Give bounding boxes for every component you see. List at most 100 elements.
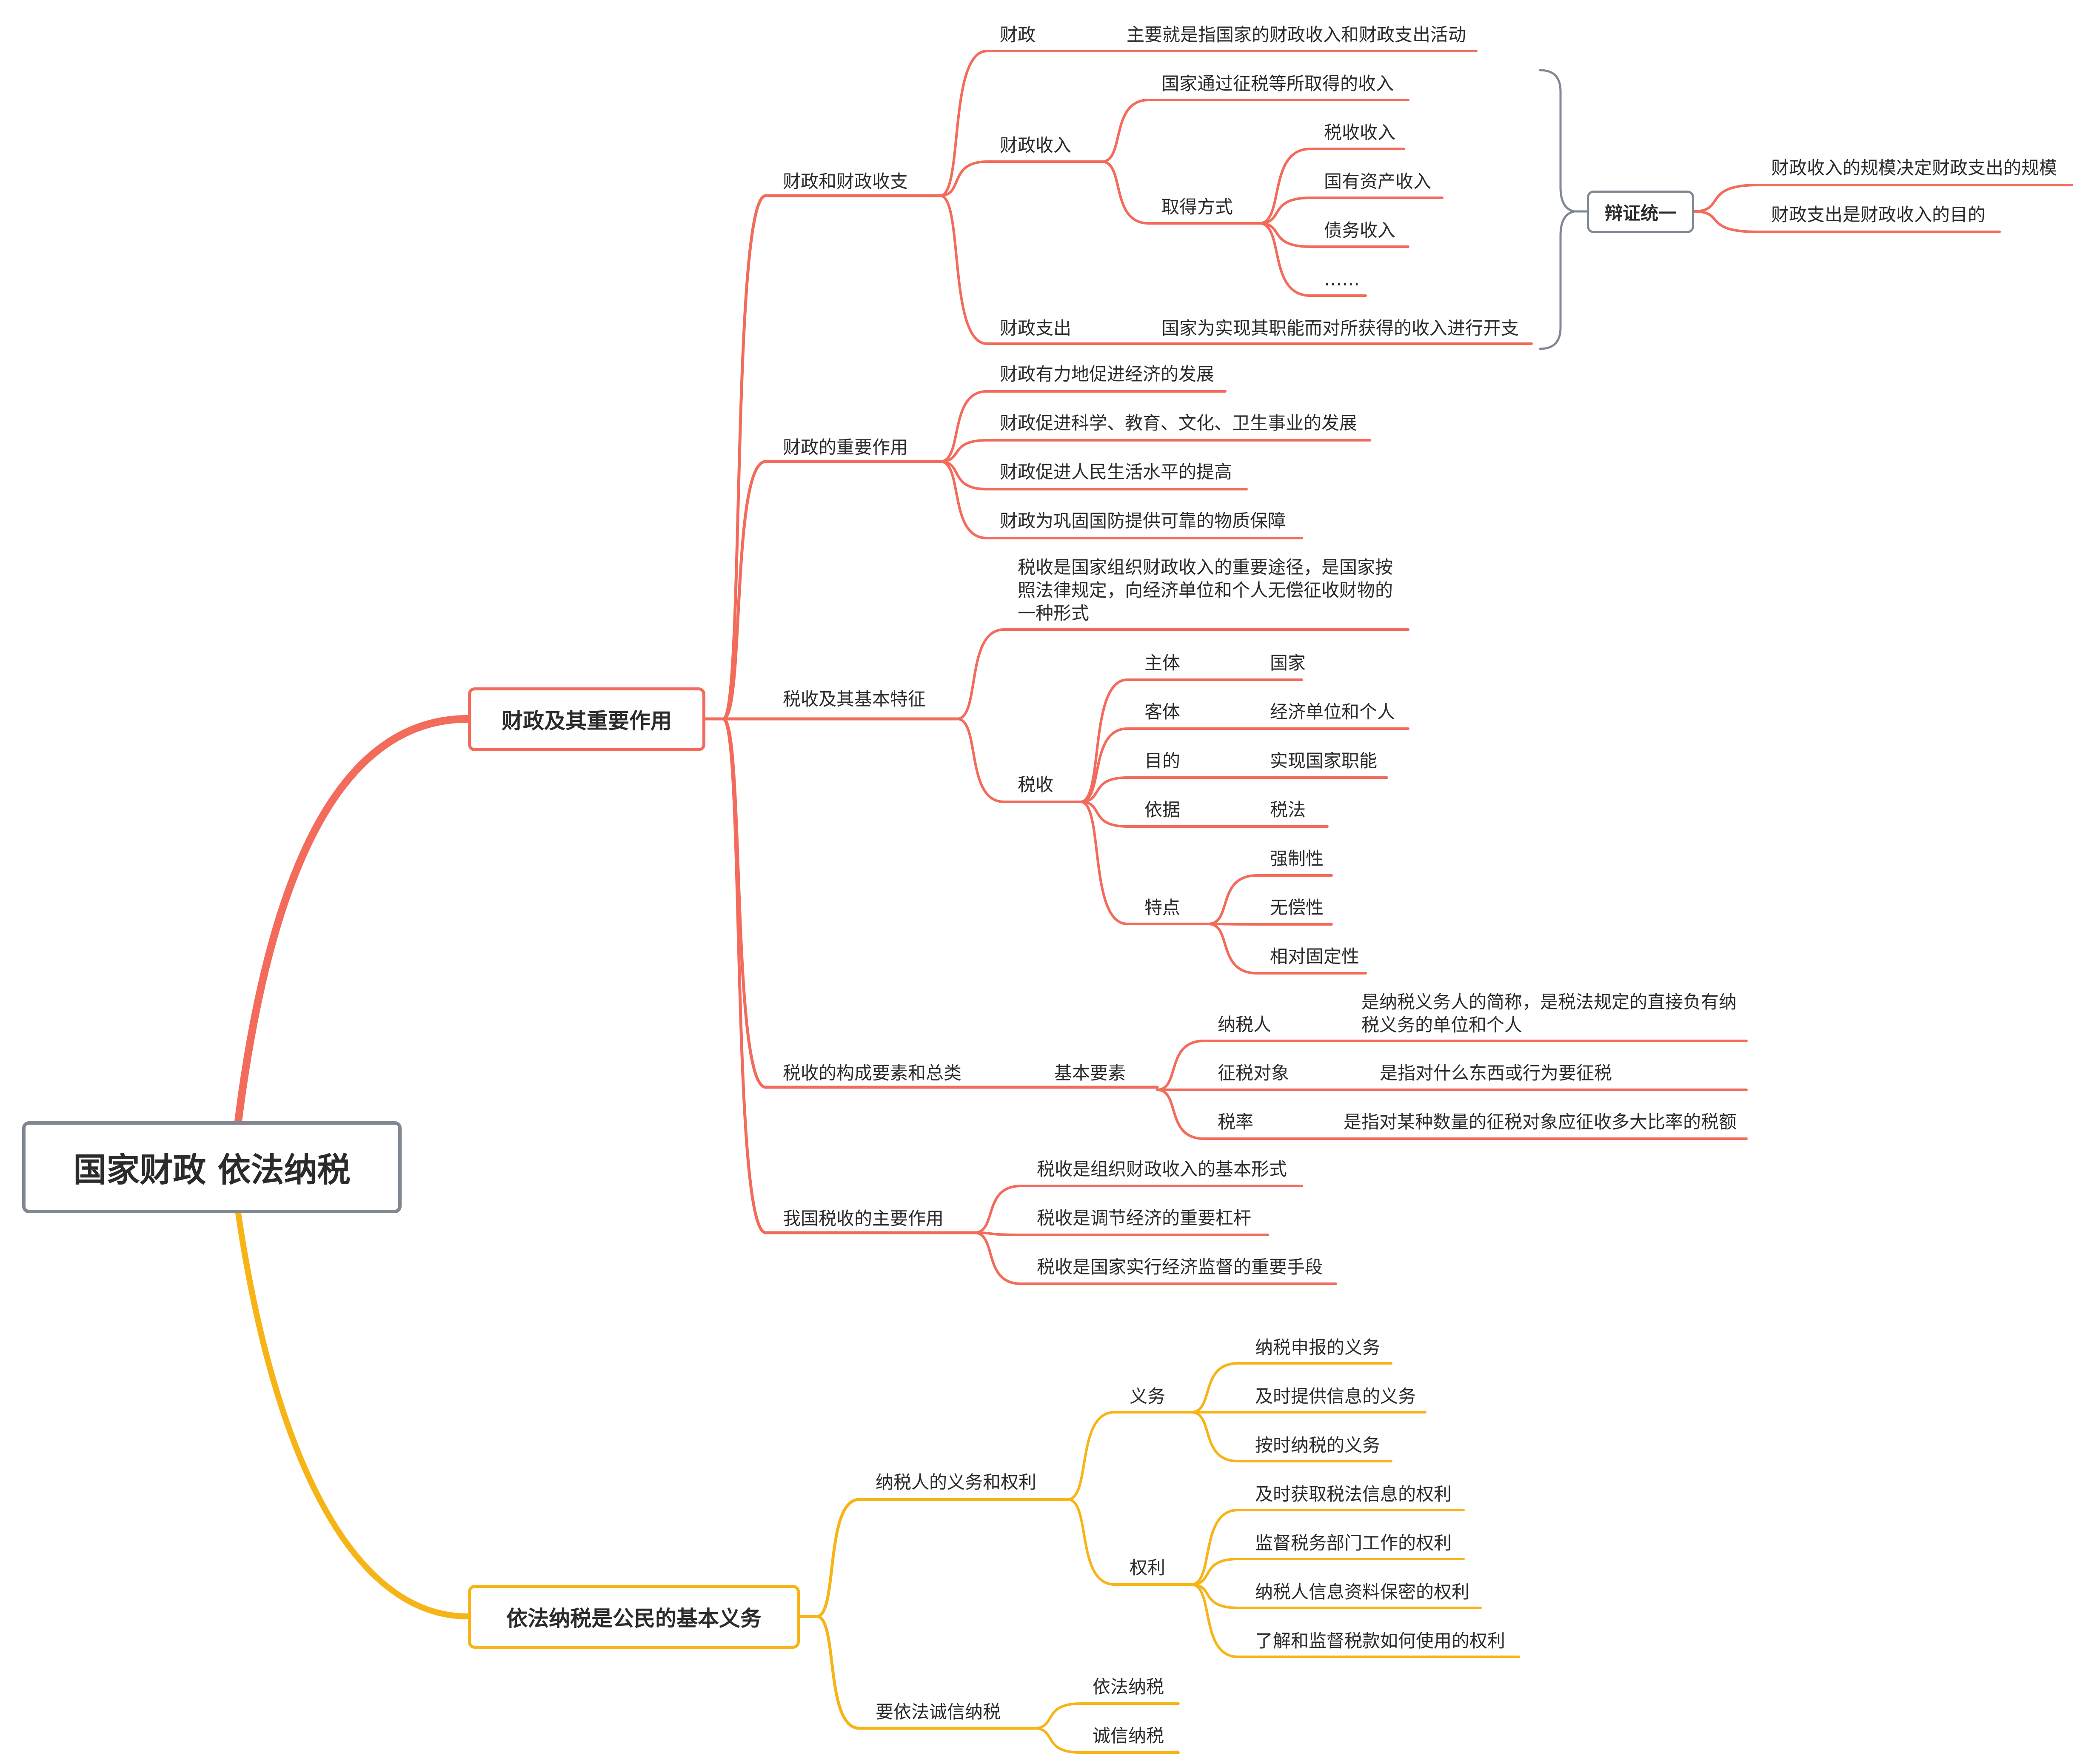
topic-fiscal-revenue-expenditure[interactable]: 财政和财政收支	[783, 171, 908, 192]
way-item[interactable]: ……	[1324, 269, 1360, 290]
topic-tax[interactable]: 税收	[1018, 774, 1054, 795]
tax-attribute-value[interactable]: 国家	[1270, 653, 1306, 673]
dialectic-item[interactable]: 财政收入的规模决定财政支出的规模	[1771, 157, 2057, 178]
connector	[1190, 1583, 1482, 1609]
duty-item[interactable]: 按时纳税的义务	[1255, 1435, 1381, 1456]
connector	[1190, 1411, 1392, 1462]
tax-role-item[interactable]: 税收是国家实行经济监督的重要手段	[1037, 1257, 1323, 1277]
connector	[956, 628, 1409, 720]
connector	[722, 460, 942, 721]
tax-definition-line[interactable]: 一种形式	[1018, 603, 1090, 624]
connector	[973, 1231, 1337, 1285]
topic-revenue-ways[interactable]: 取得方式	[1161, 197, 1233, 217]
tax-characteristic-item[interactable]: 强制性	[1270, 848, 1324, 869]
dialectic-unity-topic[interactable]: 辩证统一	[1587, 191, 1694, 233]
tax-definition-line[interactable]: 照法律规定，向经济单位和个人无偿征收财物的	[1018, 580, 1393, 601]
right-item[interactable]: 及时获取税法信息的权利	[1255, 1484, 1452, 1505]
topic-taxpayer-duties-rights[interactable]: 纳税人的义务和权利	[876, 1472, 1037, 1493]
way-item[interactable]: 国有资产收入	[1324, 171, 1432, 192]
way-item[interactable]: 债务收入	[1324, 220, 1396, 241]
tax-attribute-key[interactable]: 依据	[1144, 799, 1181, 820]
connector	[939, 390, 1227, 463]
topic-honest-taxpaying[interactable]: 要依法诚信纳税	[876, 1701, 1001, 1722]
tax-definition-line[interactable]: 税收是国家组织财政收入的重要途径，是国家按	[1018, 557, 1393, 578]
connector	[973, 1185, 1303, 1234]
connector	[1067, 1411, 1193, 1501]
tax-role-item[interactable]: 税收是组织财政收入的基本形式	[1037, 1159, 1287, 1180]
connector	[939, 460, 1303, 539]
topic-fiscal-expenditure[interactable]: 财政支出	[1000, 318, 1072, 339]
honest-item[interactable]: 依法纳税	[1093, 1676, 1164, 1697]
connector	[1207, 923, 1367, 975]
connector	[1079, 801, 1329, 828]
connector	[1079, 727, 1409, 803]
tax-attribute-value[interactable]: 经济单位和个人	[1270, 701, 1395, 722]
duty-item[interactable]: 及时提供信息的义务	[1255, 1386, 1416, 1407]
connector	[1079, 678, 1303, 803]
tax-attribute-value[interactable]: 税法	[1270, 799, 1306, 820]
root-topic[interactable]: 国家财政 依法纳税	[22, 1121, 402, 1213]
topic-fiscal[interactable]: 财政	[1000, 24, 1036, 45]
connector	[1156, 1089, 1337, 1140]
connector	[939, 194, 1533, 345]
topic-tax-roles[interactable]: 我国税收的主要作用	[783, 1208, 944, 1229]
connector	[1693, 184, 2073, 213]
fiscal-role-item[interactable]: 财政有力地促进经济的发展	[1000, 364, 1215, 385]
connector	[722, 717, 976, 1234]
tax-characteristic-item[interactable]: 无偿性	[1270, 897, 1324, 918]
connector	[1067, 1498, 1193, 1586]
taxpayer-definition-line[interactable]: 税义务的单位和个人	[1361, 1015, 1523, 1035]
tax-rate-definition[interactable]: 是指对某种数量的征税对象应征收多大比率的税额	[1344, 1111, 1737, 1132]
tax-attribute-key[interactable]: 目的	[1144, 750, 1181, 771]
topic-duties[interactable]: 义务	[1130, 1386, 1166, 1407]
connector	[815, 1615, 1036, 1730]
dialectic-item[interactable]: 财政支出是财政收入的目的	[1771, 204, 1986, 225]
root-branch-1	[234, 715, 472, 1125]
connector	[939, 460, 1248, 490]
connector	[1101, 160, 1261, 225]
connector	[722, 194, 942, 721]
topic-tax-features[interactable]: 税收及其基本特征	[783, 689, 926, 710]
expenditure-definition[interactable]: 国家为实现其职能而对所获得的收入进行开支	[1161, 318, 1519, 339]
connector	[1033, 1702, 1180, 1730]
honest-item[interactable]: 诚信纳税	[1093, 1725, 1164, 1746]
connector	[1258, 222, 1367, 297]
topic-tax-characteristics[interactable]: 特点	[1144, 897, 1181, 918]
right-item[interactable]: 了解和监督税款如何使用的权利	[1255, 1630, 1506, 1651]
root-branch-2	[235, 1210, 471, 1619]
topic-fiscal-revenue[interactable]: 财政收入	[1000, 135, 1072, 156]
tax-attribute-key[interactable]: 客体	[1144, 701, 1181, 722]
topic-fiscal-roles[interactable]: 财政的重要作用	[783, 437, 908, 458]
tax-characteristic-item[interactable]: 相对固定性	[1270, 946, 1360, 967]
topic-basic-elements[interactable]: 基本要素	[1054, 1063, 1126, 1083]
taxpayer-definition-line[interactable]: 是纳税义务人的简称，是税法规定的直接负有纳	[1361, 992, 1737, 1012]
fiscal-role-item[interactable]: 财政促进人民生活水平的提高	[1000, 462, 1233, 482]
way-item[interactable]: 税收收入	[1324, 122, 1396, 143]
branch-taxpaying-topic[interactable]: 依法纳税是公民的基本义务	[468, 1585, 800, 1649]
topic-tax-elements[interactable]: 税收的构成要素和总类	[783, 1063, 962, 1083]
tax-role-item[interactable]: 税收是调节经济的重要杠杆	[1037, 1208, 1252, 1228]
duty-item[interactable]: 纳税申报的义务	[1255, 1337, 1381, 1358]
revenue-definition[interactable]: 国家通过征税等所取得的收入	[1161, 73, 1394, 94]
connector	[1079, 801, 1210, 925]
right-item[interactable]: 监督税务部门工作的权利	[1255, 1533, 1452, 1553]
tax-attribute-key[interactable]: 主体	[1144, 653, 1181, 673]
element-tax-object[interactable]: 征税对象	[1218, 1063, 1290, 1083]
branch-fiscal-topic[interactable]: 财政及其重要作用	[468, 687, 705, 751]
connector	[956, 718, 1082, 803]
connector	[939, 50, 1478, 197]
connector	[1207, 874, 1333, 925]
element-taxpayer[interactable]: 纳税人	[1218, 1014, 1272, 1035]
tax-attribute-value[interactable]: 实现国家职能	[1270, 750, 1378, 771]
connector	[1258, 222, 1409, 248]
fiscal-role-item[interactable]: 财政促进科学、教育、文化、卫生事业的发展	[1000, 413, 1358, 433]
right-item[interactable]: 纳税人信息资料保密的权利	[1255, 1582, 1470, 1602]
connector	[1190, 1362, 1392, 1413]
element-tax-rate[interactable]: 税率	[1218, 1111, 1254, 1132]
tax-object-definition[interactable]: 是指对什么东西或行为要征税	[1380, 1063, 1612, 1083]
fiscal-definition[interactable]: 主要就是指国家的财政收入和财政支出活动	[1127, 24, 1466, 45]
fiscal-role-item[interactable]: 财政为巩固国防提供可靠的物质保障	[1000, 510, 1286, 531]
connector	[1190, 1509, 1465, 1586]
connector	[939, 160, 1103, 197]
topic-rights[interactable]: 权利	[1130, 1557, 1166, 1578]
